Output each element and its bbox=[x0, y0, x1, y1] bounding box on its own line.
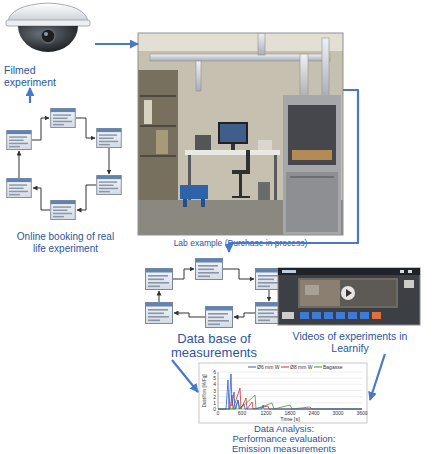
legend-text: Bagasse bbox=[323, 365, 342, 370]
camera-node: Filmed experiment bbox=[0, 0, 95, 88]
caption-group: Data base of measurements bbox=[159, 332, 269, 360]
caption-group: Online booking of real life experiment bbox=[12, 231, 120, 255]
flow-arrow bbox=[229, 90, 358, 252]
axis-title: Dust/flow [%/Fg] bbox=[202, 369, 208, 413]
flow-arrow bbox=[370, 354, 385, 400]
tick-label: 3000 bbox=[328, 410, 348, 416]
tick-label: 3600 bbox=[352, 410, 372, 416]
tick-label: 0 bbox=[208, 410, 228, 416]
caption-group: Data Analysis: Performance evaluation: E… bbox=[228, 424, 340, 454]
tick-label: 5 bbox=[205, 375, 216, 381]
node-caption: Online booking of real life experiment bbox=[12, 231, 120, 255]
tick-label: 0 bbox=[205, 406, 216, 412]
caption-group: Filmed experiment bbox=[4, 64, 66, 88]
analysis-node: Data Analysis: Performance evaluation: E… bbox=[198, 362, 370, 454]
tick-label: 2 bbox=[205, 394, 216, 400]
booking-network bbox=[7, 108, 122, 219]
legend-text: Ø6 mm W bbox=[257, 365, 280, 370]
video-screenshot bbox=[278, 268, 420, 325]
node-caption: Data base of measurements bbox=[159, 332, 269, 360]
lab-node: Lab example (Purchase in process) bbox=[138, 33, 343, 249]
dome-camera bbox=[6, 3, 90, 52]
emission-chart bbox=[199, 363, 367, 423]
video-node: Videos of experiments in Learnify bbox=[276, 266, 424, 354]
node-caption: Lab example (Purchase in process) bbox=[138, 238, 343, 249]
lab-photo bbox=[138, 33, 343, 235]
booking-node: Online booking of real life experiment bbox=[3, 103, 128, 255]
node-caption: Data Analysis: Performance evaluation: E… bbox=[228, 424, 340, 454]
database-node: Data base of measurements bbox=[138, 252, 290, 360]
flow-arrow bbox=[172, 360, 198, 392]
axis-title: Time [s] bbox=[270, 416, 310, 423]
caption-group: Videos of experiments in Learnify bbox=[293, 330, 408, 354]
tick-label: 1800 bbox=[280, 410, 300, 416]
legend-text: Ø8 mm W bbox=[290, 365, 313, 370]
tick-label: 4 bbox=[205, 381, 216, 387]
tick-label: 3 bbox=[205, 388, 216, 394]
tick-label: 2400 bbox=[304, 410, 324, 416]
database-network bbox=[146, 259, 283, 328]
tick-label: 1 bbox=[205, 400, 216, 406]
node-caption: Videos of experiments in Learnify bbox=[293, 330, 408, 354]
flow-arrow bbox=[95, 43, 138, 45]
tick-label: 6 bbox=[205, 369, 216, 375]
flow-arrow bbox=[29, 88, 31, 103]
tick-label: 600 bbox=[232, 410, 252, 416]
tick-label: 1200 bbox=[256, 410, 276, 416]
node-caption: Filmed experiment bbox=[4, 64, 66, 88]
caption-group: Lab example (Purchase in process) bbox=[138, 238, 343, 249]
